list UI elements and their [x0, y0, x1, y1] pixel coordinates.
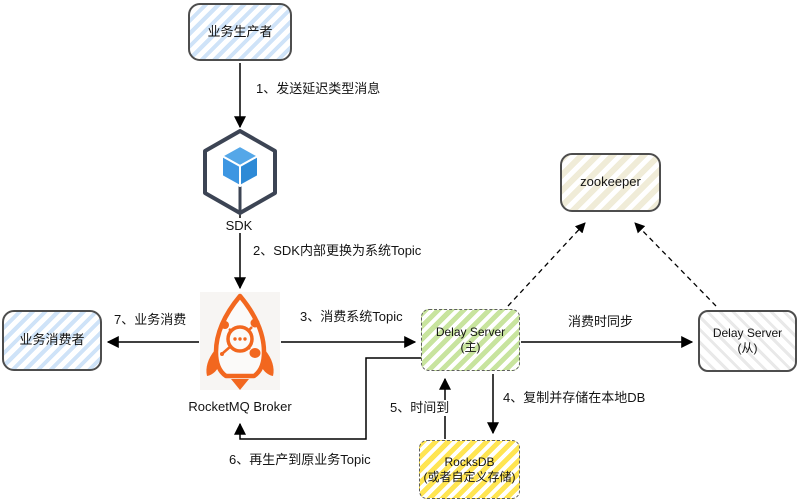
- node-business-consumer: 业务消费者: [2, 310, 102, 371]
- edge-step6-arrow: [234, 357, 421, 440]
- edge-step2-label: 2、SDK内部更换为系统Topic: [251, 243, 424, 259]
- edge-zookeeper-slave-dashed-arrow: [634, 222, 717, 307]
- zookeeper-label: zookeeper: [580, 174, 641, 190]
- rocksdb-subtitle: (或者自定义存储): [423, 469, 516, 484]
- node-delay-server-slave: Delay Server (从): [698, 310, 797, 372]
- broker-label-wrap: RocketMQ Broker: [160, 399, 320, 414]
- edge-zookeeper-master-dashed-arrow: [507, 222, 586, 307]
- rocketmq-broker-tile: [200, 292, 280, 390]
- delay-server-slave-label: Delay Server: [712, 326, 783, 340]
- node-zookeeper: zookeeper: [560, 153, 661, 212]
- delay-server-master-label: Delay Server: [435, 325, 506, 339]
- sdk-label: SDK: [223, 218, 255, 233]
- node-rocksdb: RocksDB (或者自定义存储): [419, 440, 520, 499]
- rocketmq-broker-label: RocketMQ Broker: [186, 399, 294, 414]
- edge-step4-label: 4、复制并存储在本地DB: [501, 390, 648, 406]
- edge-step6-label: 6、再生产到原业务Topic: [227, 452, 373, 468]
- node-delay-server-master: Delay Server (主): [421, 309, 520, 371]
- rocksdb-label: RocksDB: [444, 454, 495, 469]
- edge-step7-label: 7、业务消费: [112, 312, 189, 328]
- edge-step3-label: 3、消费系统Topic: [298, 309, 405, 325]
- sdk-cube-icon: [203, 129, 277, 215]
- edge-step5-label: 5、时间到: [388, 400, 452, 416]
- sdk-label-wrap: SDK: [199, 218, 279, 233]
- delay-server-master-role: (主): [460, 340, 481, 354]
- business-producer-label: 业务生产者: [207, 23, 273, 39]
- business-consumer-label: 业务消费者: [19, 332, 85, 348]
- edge-step1-label: 1、发送延迟类型消息: [254, 81, 383, 97]
- delay-server-slave-role: (从): [737, 341, 758, 355]
- node-business-producer: 业务生产者: [188, 3, 292, 61]
- rocketmq-rocket-icon: [206, 293, 274, 390]
- edge-sync-label: 消费时同步: [566, 314, 636, 330]
